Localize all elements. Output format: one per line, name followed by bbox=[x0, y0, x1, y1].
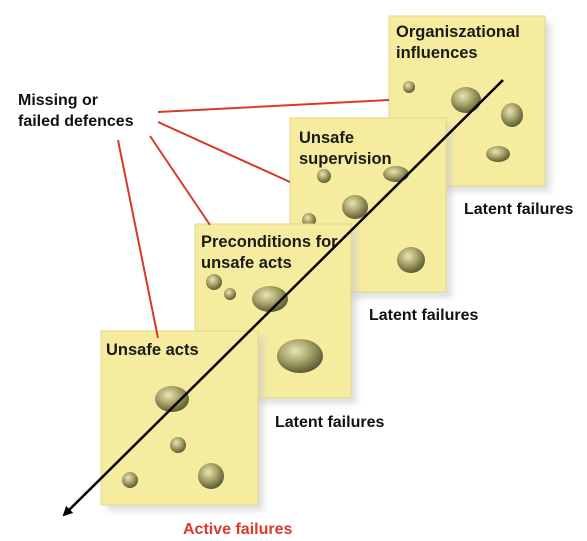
cheese-hole bbox=[451, 87, 481, 113]
defences-label-line2: failed defences bbox=[18, 113, 134, 130]
slice-title-line: Unsafe acts bbox=[106, 341, 199, 359]
cheese-hole bbox=[122, 472, 138, 488]
accident-trajectory-arrow bbox=[62, 79, 504, 517]
connector-line bbox=[157, 99, 390, 113]
slice-title-organizational: Organiszational influences bbox=[396, 22, 520, 64]
connector-line bbox=[117, 139, 159, 339]
cheese-hole bbox=[277, 339, 323, 373]
latent-failures-label-2: Latent failures bbox=[369, 307, 479, 324]
slice-title-line: Preconditions for bbox=[201, 233, 338, 251]
cheese-hole bbox=[198, 463, 224, 489]
connector-line bbox=[149, 135, 211, 226]
latent-failures-label-1: Latent failures bbox=[464, 201, 574, 218]
cheese-hole bbox=[397, 247, 425, 273]
slice-title-line: unsafe acts bbox=[201, 254, 292, 272]
cheese-hole bbox=[155, 386, 189, 412]
slice-title-line: influences bbox=[396, 44, 478, 62]
latent-failures-label-3: Latent failures bbox=[275, 414, 385, 431]
cheese-hole bbox=[317, 169, 331, 183]
defence-connectors bbox=[117, 99, 390, 339]
slice-organizational-influences bbox=[388, 15, 551, 192]
cheese-hole bbox=[342, 195, 368, 219]
cheese-hole bbox=[224, 288, 236, 300]
slice-unsafe-acts bbox=[100, 330, 264, 511]
slice-title-unsafe-acts: Unsafe acts bbox=[106, 340, 199, 361]
connector-line bbox=[157, 121, 291, 183]
active-failures-label: Active failures bbox=[183, 521, 293, 538]
cheese-hole bbox=[252, 286, 288, 312]
cheese-hole bbox=[170, 437, 186, 453]
slice-title-line: supervision bbox=[299, 150, 392, 168]
cheese-hole bbox=[206, 274, 222, 290]
cheese-hole bbox=[486, 146, 510, 162]
defences-label: Missing or failed defences bbox=[18, 90, 134, 132]
cheese-hole bbox=[403, 81, 415, 93]
slice-title-supervision: Unsafe supervision bbox=[299, 128, 392, 170]
defences-label-line1: Missing or bbox=[18, 92, 99, 109]
slice-title-preconditions: Preconditions for unsafe acts bbox=[201, 232, 338, 274]
slice-title-line: Organiszational bbox=[396, 23, 520, 41]
slice-title-line: Unsafe bbox=[299, 129, 355, 147]
cheese-hole bbox=[501, 103, 523, 127]
